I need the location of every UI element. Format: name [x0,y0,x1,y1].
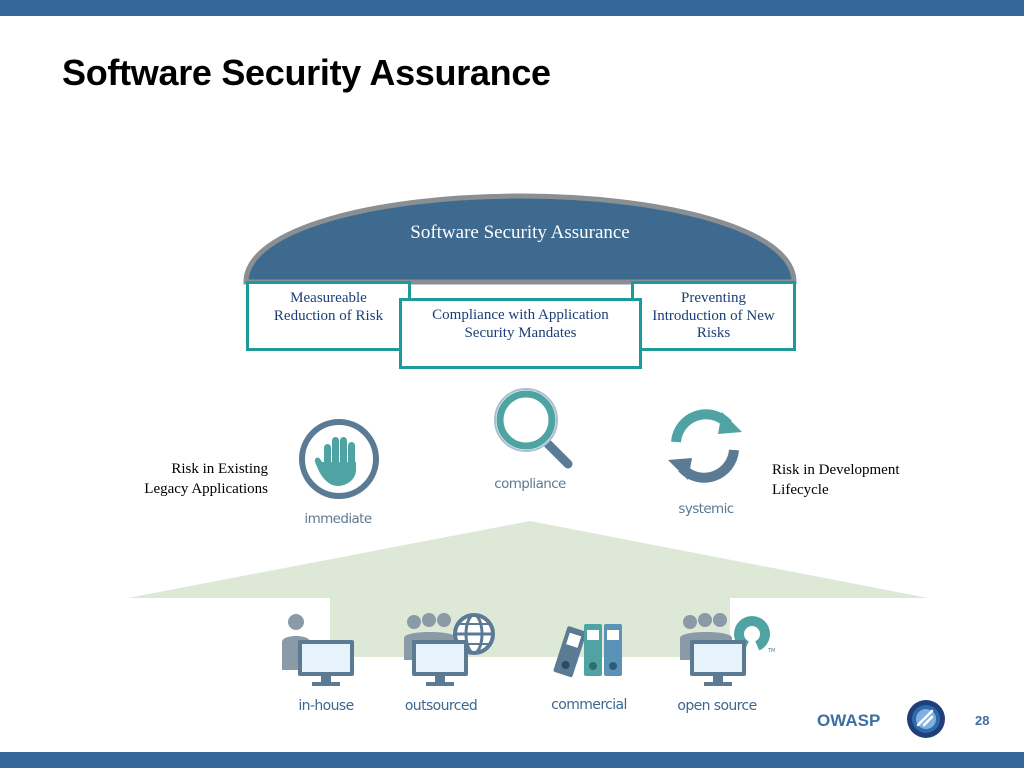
note-line: Risk in Existing [171,461,268,477]
note-development-risk: Risk in Development Lifecycle [772,460,942,500]
approach-label-immediate: immediate [304,511,372,527]
source-label-outsourced: outsourced [404,698,478,714]
approach-label-systemic: systemic [678,501,734,517]
goal-box-prevent-new-risks: Preventing Introduction of New Risks [631,281,796,351]
goal-line: Security Mandates [464,324,577,341]
goal-line: Measureable [290,290,367,306]
source-label-commercial: commercial [551,697,627,713]
group-globe-computer-icon [404,613,495,686]
note-line: Legacy Applications [144,481,268,497]
goal-box-risk-reduction: Measureable Reduction of Risk [246,281,411,351]
owasp-logo-icon [907,700,945,738]
goal-line: Risks [696,325,731,341]
assurance-dome [243,193,797,285]
slide-title: Software Security Assurance [62,52,551,93]
magnifier-icon [494,388,573,469]
stop-hand-icon [299,419,379,499]
goal-line: Reduction of Risk [273,307,384,324]
page-number: 28 [975,713,990,728]
cycle-arrows-icon [668,409,742,483]
dome-label: Software Security Assurance [410,222,630,243]
bottom-bar [0,752,1024,768]
person-computer-icon [282,614,354,686]
source-label-open-source: open source [677,698,757,714]
group-opensource-computer-icon: TM [680,613,775,686]
svg-text:TM: TM [767,648,775,654]
note-line: Risk in Development [772,462,900,478]
note-legacy-risk: Risk in Existing Legacy Applications [108,459,268,499]
owasp-wordmark: OWASP [817,711,881,730]
approach-label-compliance: compliance [494,476,566,492]
binders-icon [553,624,622,678]
goal-line: Preventing [681,290,746,306]
goal-line: Introduction of New [652,307,775,324]
source-label-in-house: in-house [298,698,354,714]
top-bar [0,0,1024,16]
goal-box-compliance: Compliance with Application Security Man… [399,298,642,369]
note-line: Lifecycle [772,482,829,498]
goal-line: Compliance with Application [432,307,609,323]
